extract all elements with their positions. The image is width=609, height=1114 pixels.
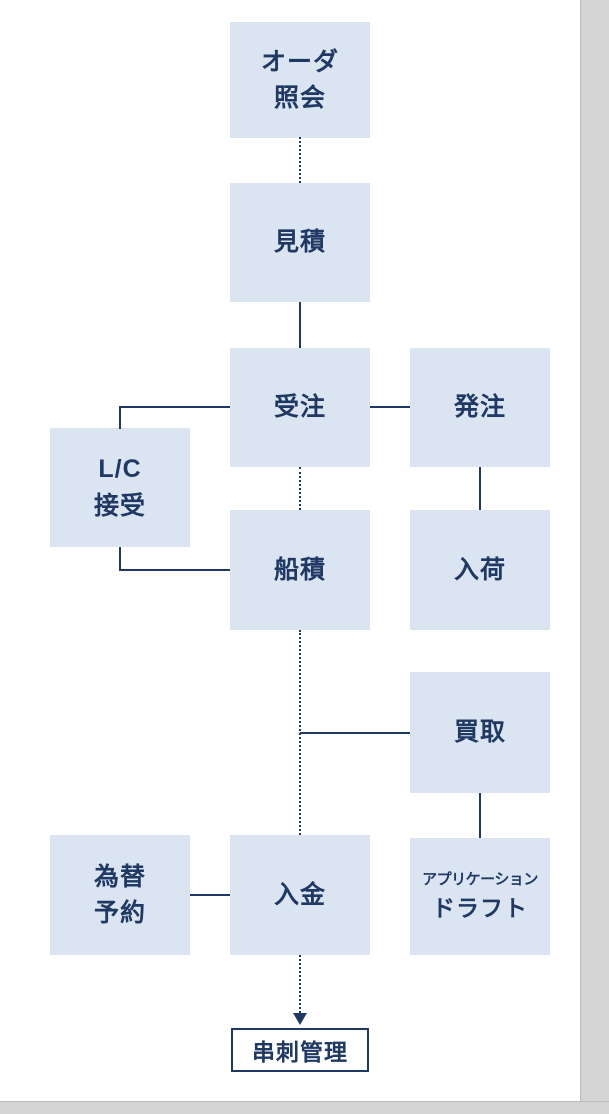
connector-exchange-deposit (190, 894, 230, 896)
connector-salesorder-purchaseorder (370, 406, 410, 408)
node-order-inquiry-label-2: 照会 (273, 84, 326, 112)
node-application-draft: アプリケーション ドラフト (410, 838, 550, 955)
node-application-draft-label-2: ドラフト (432, 895, 528, 922)
node-exchange-reservation-label-2: 予約 (93, 899, 146, 927)
node-quotation-label: 見積 (273, 228, 326, 257)
node-order-inquiry: オーダ 照会 (230, 22, 370, 138)
window-margin-right (580, 0, 609, 1114)
arrow-down-icon (293, 1013, 307, 1025)
connector-lc-top-vertical (119, 406, 121, 429)
node-exchange-reservation-label-1: 為替 (93, 862, 146, 891)
connector-quotation-salesorder (299, 302, 301, 348)
connector-purchase-branch (300, 732, 410, 734)
connector-inquiry-quotation-dotted (299, 137, 301, 183)
node-deposit-label: 入金 (273, 880, 326, 909)
node-application-draft-label-1: アプリケーション (422, 871, 538, 889)
node-cross-management: 串刺管理 (231, 1028, 369, 1072)
node-exchange-reservation: 為替 予約 (50, 835, 190, 955)
node-quotation: 見積 (230, 183, 370, 302)
connector-lc-shipping-horizontal (119, 569, 230, 571)
connector-salesorder-shipping-dotted (299, 467, 301, 510)
node-shipping: 船積 (230, 510, 370, 630)
node-sales-order-label: 受注 (273, 393, 326, 422)
connector-deposit-cross-dotted (299, 955, 301, 1013)
node-lc-accept-label-1: L/C (98, 455, 142, 484)
connector-salesorder-lc-horizontal (120, 406, 230, 408)
node-purchase-negotiation-label: 買取 (453, 718, 506, 747)
node-arrival-label: 入荷 (453, 555, 506, 584)
node-arrival: 入荷 (410, 510, 550, 630)
node-lc-accept-label-2: 接受 (93, 491, 146, 520)
node-cross-management-label: 串刺管理 (252, 1039, 348, 1065)
node-order-inquiry-label-1: オーダ (260, 47, 339, 76)
node-shipping-label: 船積 (273, 555, 326, 584)
node-purchase-order-label: 発注 (453, 393, 506, 422)
connector-purchaseorder-arrival (479, 467, 481, 510)
window-margin-bottom (0, 1101, 609, 1114)
node-lc-accept: L/C 接受 (50, 428, 190, 547)
connector-purchase-applicationdraft (479, 793, 481, 838)
node-deposit: 入金 (230, 835, 370, 955)
node-sales-order: 受注 (230, 348, 370, 467)
connector-lc-bottom-vertical (119, 547, 121, 571)
node-purchase-order: 発注 (410, 348, 550, 467)
node-purchase-negotiation: 買取 (410, 672, 550, 793)
